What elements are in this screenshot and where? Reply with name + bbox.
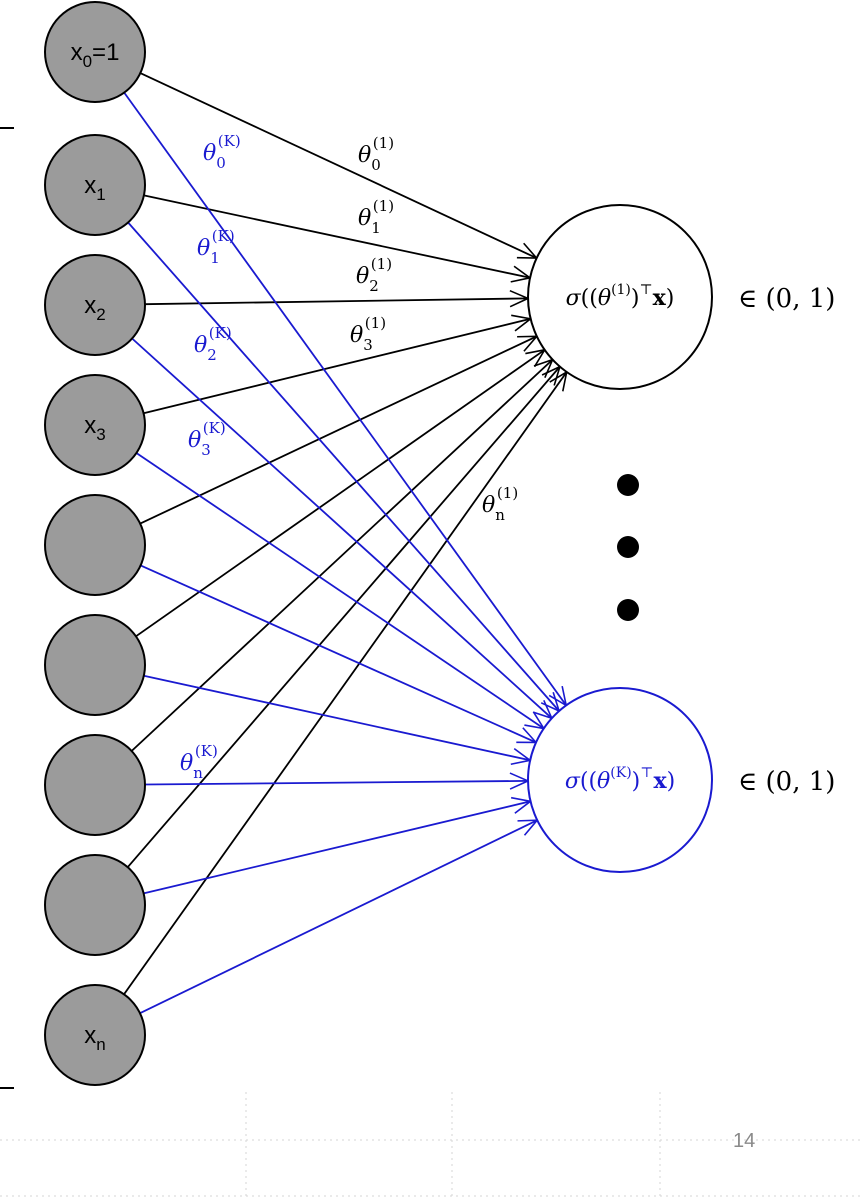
edge-input6-to-last-output <box>144 781 528 785</box>
svg-text:σ((θ(K))⊤x): σ((θ(K))⊤x) <box>565 765 675 794</box>
weight-label-theta3-1: θ3(1) <box>350 314 386 354</box>
edge-input1-to-last-output <box>127 221 559 712</box>
edge-input0-to-first-output <box>139 72 536 258</box>
input-node-xn: xn <box>44 984 146 1086</box>
edge-input4-to-last-output <box>140 564 536 744</box>
weight-labels-first: θ0(1) θ1(1) θ2(1) θ3(1) θn(1) <box>350 134 518 524</box>
input-layer: x0=1 x1 x2 x3 xn <box>44 1 146 1086</box>
edges-to-first-output <box>123 72 567 995</box>
weight-label-theta0-1: θ0(1) <box>358 134 394 174</box>
edge-input4-to-first-output <box>139 336 537 525</box>
input-node-x1: x1 <box>44 134 146 236</box>
edge-input6-to-first-output <box>130 360 553 752</box>
input-node-unlabeled-2 <box>44 614 146 716</box>
edge-input7-to-last-output <box>143 801 531 895</box>
svg-text:xn: xn <box>84 1022 105 1054</box>
input-node-unlabeled-4 <box>44 854 146 956</box>
edge-input8-to-last-output <box>139 820 537 1015</box>
svg-text:x3: x3 <box>84 412 105 444</box>
page-number: 14 <box>733 1130 756 1152</box>
svg-text:σ((θ(1))⊤x): σ((θ(1))⊤x) <box>566 282 675 311</box>
edge-input2-to-first-output <box>144 298 528 304</box>
weight-labels-last: θ0(K) θ1(K) θ2(K) θ3(K) θn(K) <box>180 132 241 782</box>
output-range-last: ∈ (0, 1) <box>738 767 835 797</box>
output-range-first: ∈ (0, 1) <box>738 284 835 314</box>
input-node-unlabeled-3 <box>44 734 146 836</box>
weight-label-theta2-1: θ2(1) <box>356 255 392 295</box>
input-node-x0: x0=1 <box>44 1 146 103</box>
svg-text:x1: x1 <box>84 172 105 204</box>
edge-input8-to-first-output <box>123 372 567 995</box>
weight-label-theta1-1: θ1(1) <box>358 197 394 237</box>
edge-input3-to-last-output <box>135 452 543 729</box>
input-node-x2: x2 <box>44 254 146 356</box>
weight-label-theta1-K: θ1(K) <box>197 227 235 267</box>
weight-label-thetan-K: θn(K) <box>180 742 218 782</box>
edge-input3-to-first-output <box>143 319 531 415</box>
input-node-x3: x3 <box>44 374 146 476</box>
weight-label-theta3-K: θ3(K) <box>188 419 226 459</box>
ellipsis-dots <box>617 474 639 621</box>
output-node-last: σ((θ(K))⊤x) <box>527 687 713 873</box>
svg-text:x2: x2 <box>84 292 105 324</box>
input-node-unlabeled-1 <box>44 494 146 596</box>
weight-label-theta0-K: θ0(K) <box>203 132 241 172</box>
edge-input2-to-last-output <box>131 337 552 719</box>
edge-input5-to-first-output <box>135 350 545 638</box>
output-node-first: σ((θ(1))⊤x) <box>527 204 713 390</box>
slide-background-decoration <box>0 127 863 1200</box>
edge-input0-to-last-output <box>123 92 566 706</box>
weight-label-thetan-1: θn(1) <box>482 484 518 524</box>
svg-text:x0=1: x0=1 <box>71 39 120 71</box>
edges-to-last-output <box>123 92 566 1015</box>
weight-label-theta2-K: θ2(K) <box>194 324 232 364</box>
edge-input5-to-last-output <box>143 674 530 761</box>
